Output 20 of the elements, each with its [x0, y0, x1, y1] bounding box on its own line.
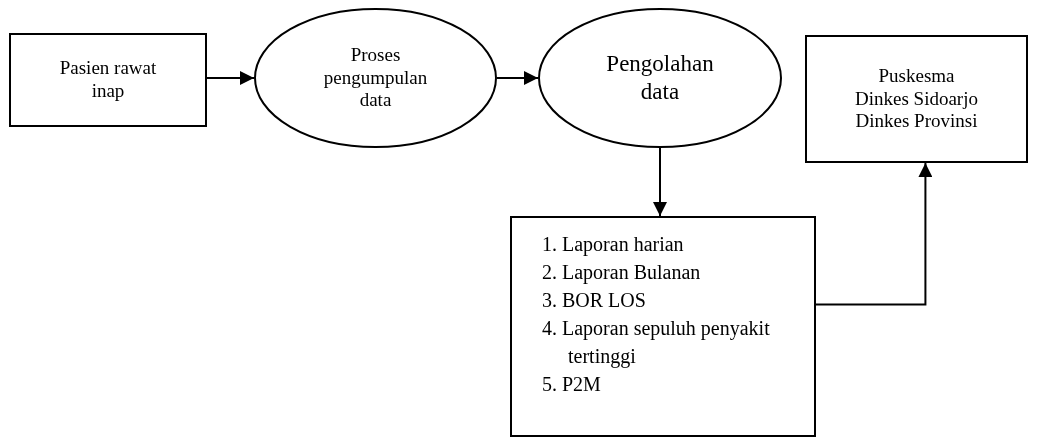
list-item: 5. P2M	[542, 372, 602, 397]
process-ellipse	[254, 8, 497, 148]
node-label: Dinkes Sidoarjo	[855, 87, 978, 111]
arrow	[496, 71, 539, 85]
list-item: 4. Laporan sepuluh penyakit tertinggi	[542, 316, 771, 370]
list-item: 2. Laporan Bulanan	[542, 260, 701, 286]
process-box	[805, 35, 1028, 163]
arrow	[653, 147, 667, 217]
node-label: Pasien rawat inap	[58, 57, 158, 103]
node-label: Pengolahan data	[605, 50, 715, 106]
arrow	[206, 71, 255, 85]
list-item: 3. BOR LOS	[542, 288, 646, 313]
arrow	[815, 162, 933, 306]
node-label: Proses pengumpulan data	[322, 43, 429, 113]
node-label: Puskesma	[878, 64, 955, 88]
process-box	[9, 33, 207, 127]
report-list-box	[510, 216, 816, 437]
list-item: 1. Laporan harian	[542, 232, 684, 258]
node-label: Dinkes Provinsi	[855, 110, 978, 134]
process-ellipse	[538, 8, 782, 148]
